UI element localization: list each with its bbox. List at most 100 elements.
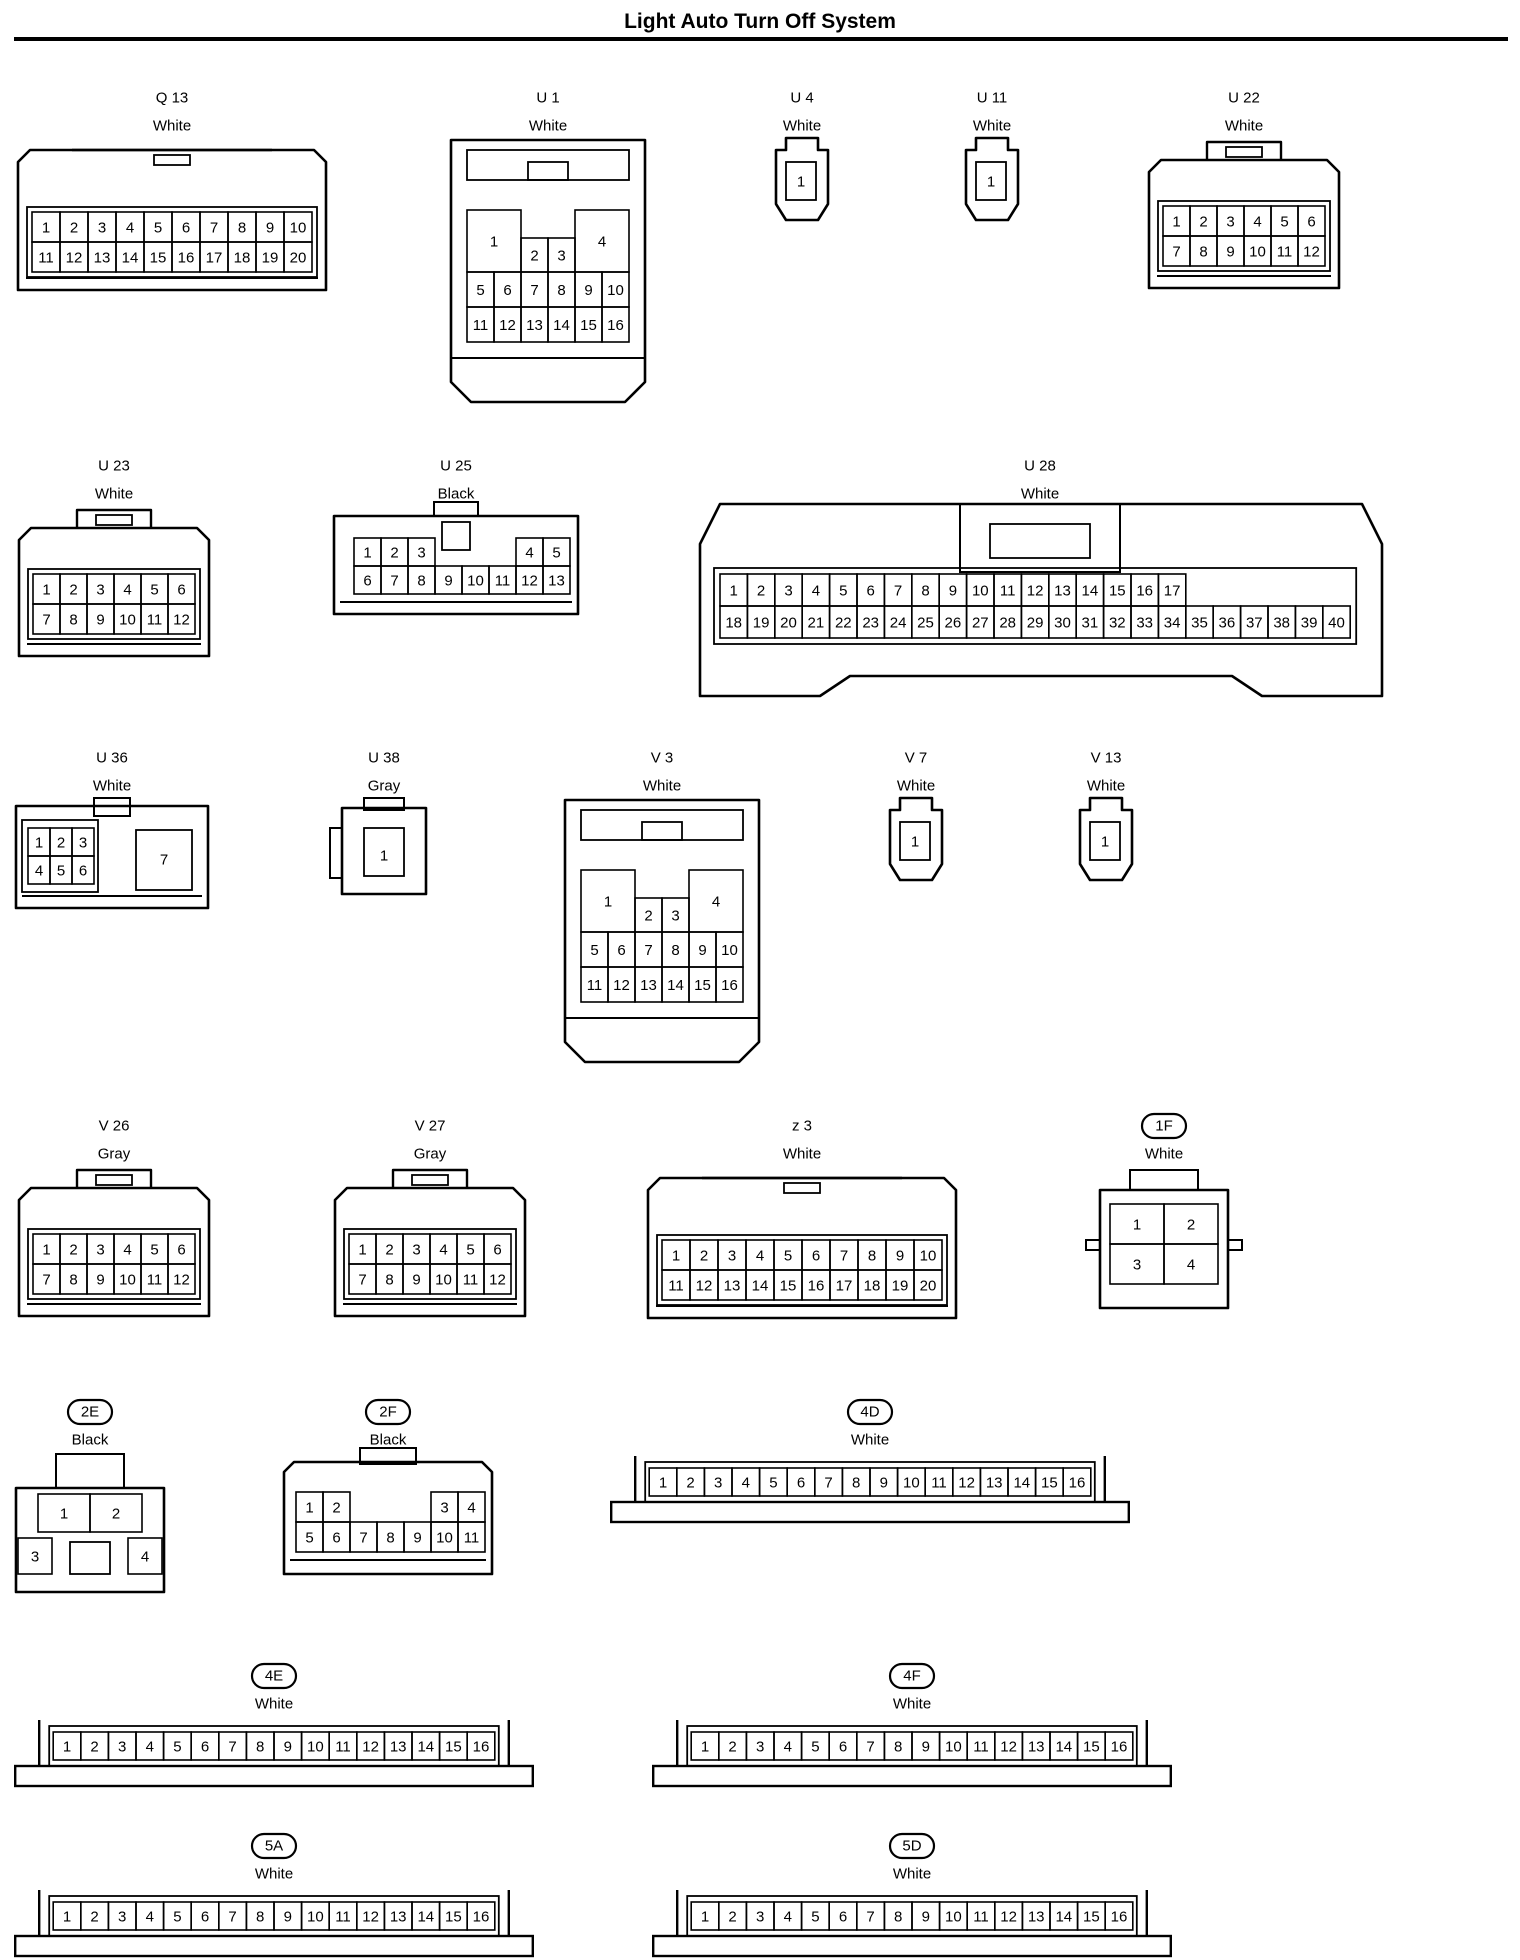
pin-number: 2	[112, 1506, 120, 1523]
pin-number: 2	[90, 1739, 98, 1756]
pin-number: 16	[473, 1909, 490, 1926]
pin-number: 8	[1199, 244, 1207, 261]
pin-number: 9	[949, 583, 957, 600]
pin-number: 5	[173, 1909, 181, 1926]
connector-color: Black	[72, 1432, 109, 1449]
pin-number: 10	[307, 1909, 324, 1926]
pin-number: 6	[503, 282, 511, 299]
pin-number: 18	[864, 1278, 881, 1295]
pin-number: 5	[305, 1530, 313, 1547]
pin-number: 7	[866, 1739, 874, 1756]
pin-number: 2	[69, 1242, 77, 1259]
pin-number: 9	[896, 1248, 904, 1265]
pin-number: 5	[173, 1739, 181, 1756]
pin-number: 5	[784, 1248, 792, 1265]
connector-id: 1F	[1155, 1118, 1173, 1135]
connector-color: Gray	[414, 1146, 447, 1163]
pin-number: 13	[548, 573, 565, 590]
pin-number: 4	[712, 894, 720, 911]
pin-number: 15	[1041, 1475, 1058, 1492]
pin-number: 8	[921, 583, 929, 600]
pin-number: 7	[840, 1248, 848, 1265]
title-rule	[14, 37, 1508, 41]
pin-number: 11	[38, 250, 54, 267]
pin-number: 8	[557, 282, 565, 299]
pin-number: 6	[201, 1739, 209, 1756]
pin-number: 4	[123, 1242, 131, 1259]
pin-number: 14	[1055, 1909, 1072, 1926]
pin-number: 6	[177, 1242, 185, 1259]
pin-number: 12	[173, 612, 190, 629]
pin-number: 13	[390, 1909, 407, 1926]
connector-id: U 28	[1024, 458, 1056, 475]
pin-number: 5	[466, 1242, 474, 1259]
pin-number: 4	[123, 582, 131, 599]
pin-number: 7	[866, 1909, 874, 1926]
connector-color: White	[893, 1866, 931, 1883]
pin-number: 5	[769, 1475, 777, 1492]
connector-id-oval	[364, 1398, 412, 1426]
pin-number: 4	[467, 1500, 475, 1517]
connector-id-oval	[888, 1662, 936, 1690]
pin-number: 8	[256, 1909, 264, 1926]
pin-number: 21	[808, 615, 825, 632]
pin-number: 8	[671, 942, 679, 959]
pin-number: 1	[730, 583, 738, 600]
pin-number: 16	[607, 317, 624, 334]
pin-number: 1	[358, 1242, 366, 1259]
pin-number: 14	[417, 1739, 434, 1756]
pin-number: 12	[1303, 244, 1320, 261]
pin-number: 12	[1000, 1739, 1017, 1756]
connector-id: U 4	[790, 90, 813, 107]
pin-number: 22	[835, 615, 852, 632]
pin-number: 8	[868, 1248, 876, 1265]
pin-number: 3	[96, 582, 104, 599]
pin-number: 1	[1172, 214, 1180, 231]
pin-number: 4	[784, 1739, 792, 1756]
connector-id: V 13	[1091, 750, 1122, 767]
pin-number: 8	[385, 1272, 393, 1289]
connector-id: U 23	[98, 458, 130, 475]
pin-number: 9	[584, 282, 592, 299]
pin-number: 9	[284, 1739, 292, 1756]
pin-number: 13	[724, 1278, 741, 1295]
pin-number: 20	[290, 250, 307, 267]
connector-color: Black	[438, 486, 475, 503]
pin-number: 11	[473, 317, 489, 334]
pin-number: 3	[79, 835, 87, 852]
pin-number: 12	[362, 1909, 379, 1926]
pin-number: 16	[178, 250, 195, 267]
pin-number: 7	[1172, 244, 1180, 261]
pin-number: 9	[698, 942, 706, 959]
pin-number: 29	[1027, 615, 1044, 632]
pin-number: 3	[671, 908, 679, 925]
pin-number: 15	[780, 1278, 797, 1295]
pin-number: 12	[173, 1272, 190, 1289]
pin-number: 17	[1164, 583, 1181, 600]
pin-number: 17	[206, 250, 223, 267]
pin-number: 1	[987, 174, 995, 191]
pin-number: 6	[201, 1909, 209, 1926]
pin-number: 18	[725, 615, 742, 632]
pin-number: 2	[90, 1909, 98, 1926]
pin-number: 14	[1013, 1475, 1030, 1492]
pin-number: 1	[672, 1248, 680, 1265]
pin-number: 3	[440, 1500, 448, 1517]
pin-number: 15	[1083, 1909, 1100, 1926]
pin-number: 14	[667, 977, 684, 994]
pin-number: 3	[118, 1909, 126, 1926]
pin-number: 7	[824, 1475, 832, 1492]
pin-number: 3	[756, 1909, 764, 1926]
pin-number: 15	[694, 977, 711, 994]
pin-number: 2	[390, 545, 398, 562]
pin-number: 8	[852, 1475, 860, 1492]
pin-number: 4	[784, 1909, 792, 1926]
pin-number: 10	[945, 1909, 962, 1926]
